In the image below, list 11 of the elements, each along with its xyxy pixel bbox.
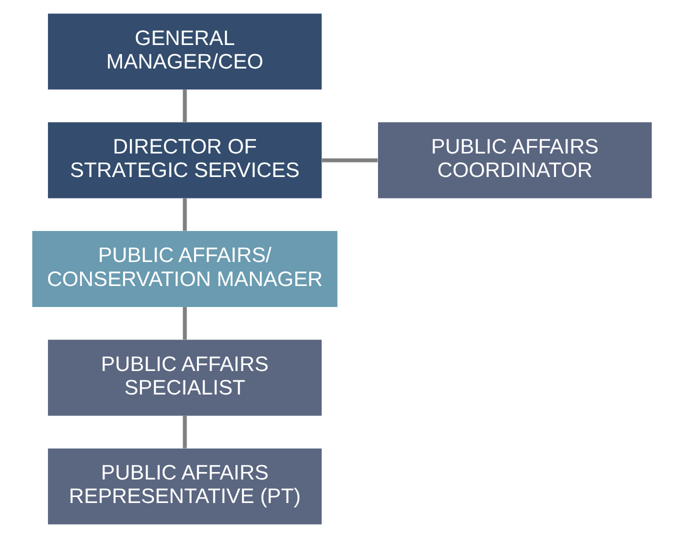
node-box: PUBLIC AFFAIRS/ CONSERVATION MANAGER [32, 231, 338, 307]
connector [322, 158, 378, 162]
node-box: GENERAL MANAGER/CEO [48, 14, 322, 90]
connector [182, 198, 187, 231]
connector [182, 90, 187, 122]
node-box: DIRECTOR OF STRATEGIC SERVICES [48, 122, 322, 198]
node-box: PUBLIC AFFAIRS COORDINATOR [378, 122, 652, 198]
node-box: PUBLIC AFFAIRS SPECIALIST [48, 340, 322, 416]
connector [182, 307, 187, 340]
connector [182, 416, 187, 448]
node-box: PUBLIC AFFAIRS REPRESENTATIVE (PT) [48, 448, 322, 524]
